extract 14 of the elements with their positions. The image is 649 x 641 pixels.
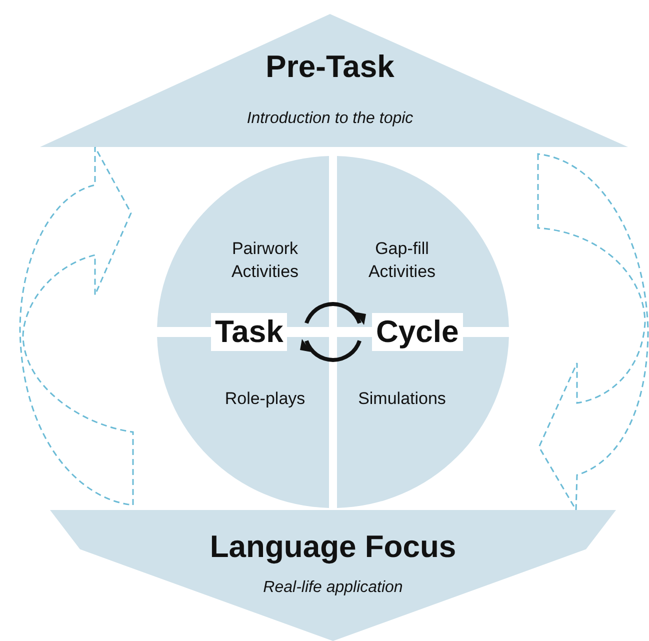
- pentagon-band: [40, 14, 628, 147]
- curved-block-arrow: [537, 153, 649, 511]
- stage-subtitle: Real-life application: [263, 578, 403, 598]
- pentagon-band: [50, 510, 616, 641]
- activity-label: Role-plays: [224, 388, 306, 410]
- activity-label: Gap-fill Activities: [367, 238, 437, 283]
- cycle-word: Cycle: [372, 313, 463, 351]
- stage-title: Pre-Task: [266, 48, 394, 86]
- activity-label: Pairwork Activities: [230, 238, 300, 283]
- cycle-word: Task: [211, 313, 288, 351]
- stage-title: Language Focus: [210, 528, 456, 566]
- stage-subtitle: Introduction to the topic: [246, 109, 414, 129]
- activity-label: Simulations: [357, 388, 447, 410]
- curved-block-arrow: [19, 146, 134, 506]
